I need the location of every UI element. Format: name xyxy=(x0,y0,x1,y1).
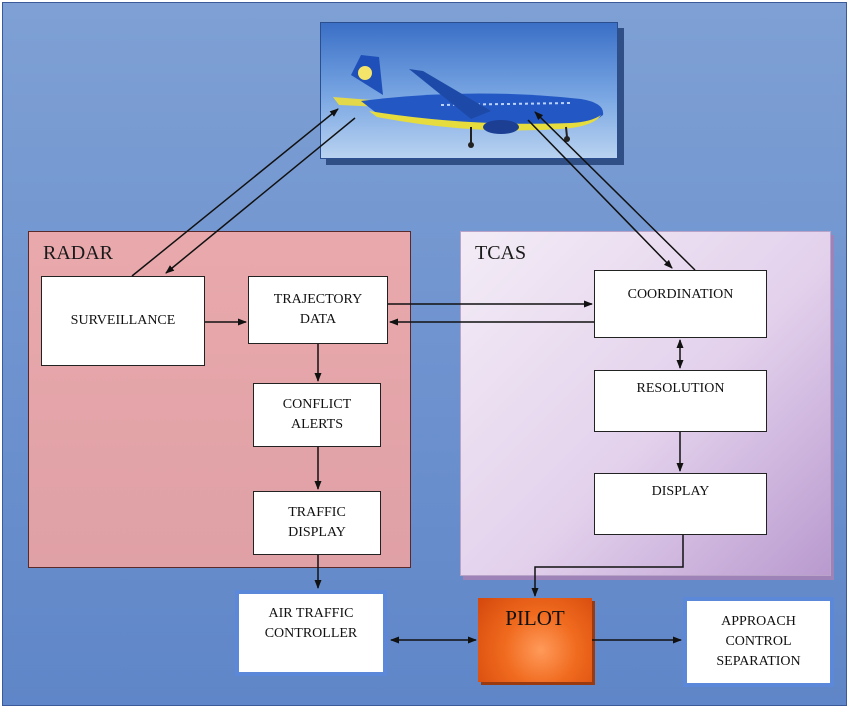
tail-logo-icon xyxy=(358,66,372,80)
arrow-display-to-pilot xyxy=(531,535,684,597)
pilot-box: PILOT xyxy=(478,598,592,682)
traffic-display-box: TRAFFIC DISPLAY xyxy=(253,491,381,555)
arrow-surveillance-to-aircraft xyxy=(131,108,339,277)
pilot-label: PILOT xyxy=(505,606,565,630)
radar-panel-title: RADAR xyxy=(43,242,114,264)
conflict-alerts-box: CONFLICT ALERTS xyxy=(253,383,381,447)
resolution-box: RESOLUTION xyxy=(594,370,767,432)
trajectory-data-box: TRAJECTORY DATA xyxy=(248,276,388,344)
tcas-panel-title: TCAS xyxy=(475,242,527,264)
approach-control-separation-box: APPROACH CONTROL SEPARATION xyxy=(683,597,834,687)
arrow-aircraft-to-surveillance xyxy=(165,117,356,274)
display-box: DISPLAY xyxy=(594,473,767,535)
coordination-box: COORDINATION xyxy=(594,270,767,338)
airplane-image xyxy=(320,22,618,159)
arrow-coordination-to-aircraft xyxy=(534,111,696,271)
surveillance-box: SURVEILLANCE xyxy=(41,276,205,366)
arrow-aircraft-to-coordination xyxy=(527,119,673,269)
air-traffic-controller-box: AIR TRAFFIC CONTROLLER xyxy=(235,590,387,676)
